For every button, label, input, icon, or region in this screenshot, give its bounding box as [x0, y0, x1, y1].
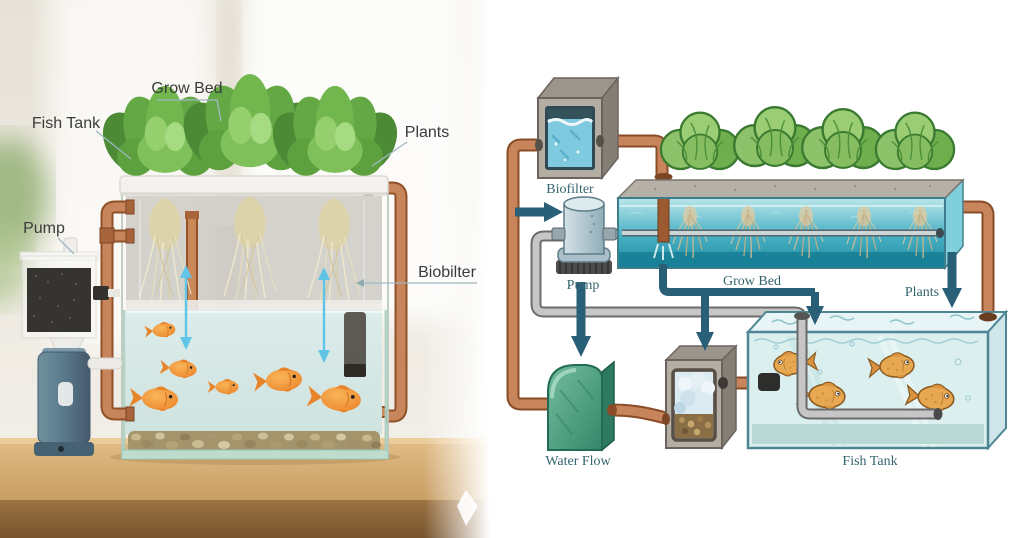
gravel — [128, 431, 381, 454]
leader-line-plants — [371, 141, 408, 167]
pump-outlet-fitting — [93, 286, 109, 300]
diagram-scene: Biofilter Pump Grow Bed Plants Water Flo… — [490, 0, 1024, 538]
diagram-label-fish-tank: Fish Tank — [842, 454, 897, 469]
copper-pipe-left — [99, 199, 135, 422]
photo-label-fish-tank: Fish Tank — [32, 115, 101, 132]
diagram-label-pump: Pump — [567, 278, 600, 293]
diagram-label-plants: Plants — [905, 285, 939, 300]
diagram-biofilter — [535, 75, 620, 181]
tank-internal-pipes — [758, 312, 997, 420]
internal-biofilter-cartridge — [344, 312, 366, 374]
photo-edge-fade — [424, 0, 490, 538]
diagram-water-flow-box — [547, 360, 617, 452]
flow-arrow-up-down-right — [318, 267, 330, 363]
diagram-grow-bed — [616, 105, 965, 271]
leader-arrowhead — [356, 279, 364, 287]
leader-line-pump — [57, 237, 75, 255]
photo-scene: Grow Bed Fish Tank Pump Plants Biobilter — [0, 0, 490, 538]
flow-arrows — [515, 202, 962, 357]
photo-label-grow-bed: Grow Bed — [151, 80, 222, 97]
grow-bed-tray — [119, 175, 389, 196]
diagram-label-biofilter: Biofilter — [546, 182, 594, 197]
leader-line-fish-tank — [95, 130, 132, 160]
photo-corner-marker — [457, 490, 478, 526]
tank-inlet-fitting — [758, 373, 780, 391]
diagram-label-water-flow: Water Flow — [545, 454, 611, 469]
photo-label-plants: Plants — [405, 124, 449, 141]
photo-label-biofilter: Biobilter — [418, 264, 476, 281]
diagram-label-grow-bed: Grow Bed — [723, 274, 781, 289]
flow-arrow-up-down-left — [180, 265, 192, 350]
photo-label-pump: Pump — [23, 220, 65, 237]
photo-pane: Grow Bed Fish Tank Pump Plants Biobilter — [0, 0, 490, 538]
leader-line-grow-bed — [157, 99, 222, 122]
flow-line-growbed — [659, 264, 815, 296]
pump-sponge — [27, 268, 91, 332]
diagram-pane: Biofilter Pump Grow Bed Plants Water Flo… — [490, 0, 1024, 538]
leader-lines — [57, 99, 477, 287]
diagram-media-filter-box — [662, 344, 738, 451]
pump-hose — [87, 357, 123, 370]
wooden-table — [0, 438, 490, 538]
diagram-pump — [551, 196, 617, 274]
diagram-fish-tank — [745, 309, 1009, 451]
pump-unit — [19, 237, 123, 456]
